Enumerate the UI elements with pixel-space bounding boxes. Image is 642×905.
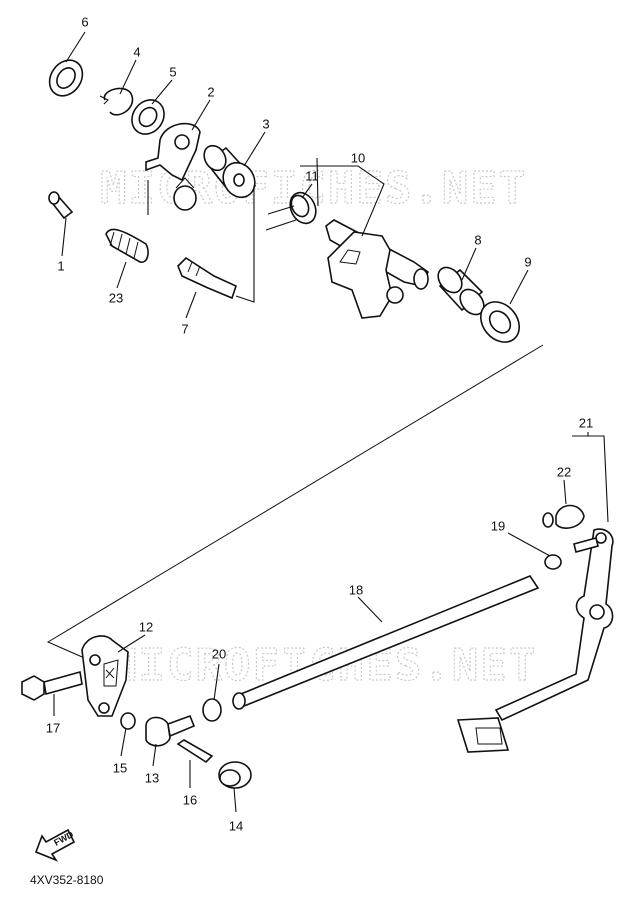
callout-12: 12: [139, 620, 153, 635]
diagram-code: 4XV352-8180: [30, 873, 104, 887]
callout-11: 11: [305, 169, 319, 184]
callout-10: 10: [351, 151, 365, 166]
part-6-washer: [48, 59, 84, 97]
callout-9: 9: [524, 255, 531, 270]
part-23-spring: [105, 228, 149, 263]
part-20-collar: [202, 698, 222, 722]
part-11-spring: [265, 191, 317, 231]
callout-23: 23: [109, 291, 123, 306]
callout-13: 13: [145, 771, 159, 786]
part-19-nut: [544, 554, 562, 570]
callout-5: 5: [169, 65, 176, 80]
callout-6: 6: [81, 15, 88, 30]
assembly-boundary-line: [46, 344, 544, 668]
part-4-circlip: [99, 87, 134, 116]
callout-20: 20: [212, 647, 226, 662]
part-17-bolt: [21, 670, 83, 701]
part-8-collar: [437, 266, 485, 316]
part-3-collar: [203, 144, 256, 199]
part-21-shift-pedal: [456, 528, 614, 753]
callout-21: 21: [579, 416, 593, 431]
part-15-collar: [120, 712, 136, 730]
part-7-stud-bolt: [177, 256, 237, 300]
part-18-shift-rod: [232, 575, 540, 710]
callout-17: 17: [46, 721, 60, 736]
callout-8: 8: [474, 233, 481, 248]
callout-19: 19: [491, 519, 505, 534]
part-10-shift-shaft-assy: [325, 219, 429, 319]
callout-4: 4: [133, 45, 140, 60]
part-1-bolt: [48, 191, 74, 220]
callout-14: 14: [229, 819, 243, 834]
callout-labels: 6 4 5 2 3 10 11 8 9 1 23 7 21 22 19 18 1…: [46, 15, 593, 834]
part-13-joint: [145, 714, 196, 747]
callout-1: 1: [57, 259, 64, 274]
part-22-joint: [542, 504, 585, 529]
callout-3: 3: [262, 117, 269, 132]
part-2-shift-plate: [145, 122, 201, 211]
part-9-oil-seal: [479, 301, 521, 343]
callout-2: 2: [207, 85, 214, 100]
callout-16: 16: [183, 793, 197, 808]
leader-lines: [53, 31, 609, 813]
part-14-cap: [218, 761, 252, 789]
part-16-bolt: [176, 739, 214, 764]
part-5-washer: [131, 99, 165, 135]
fwd-arrow-icon: FWD: [34, 828, 75, 862]
callout-7: 7: [181, 322, 188, 337]
part-12-shift-arm: [81, 635, 129, 717]
callout-18: 18: [349, 583, 363, 598]
callout-22: 22: [557, 465, 571, 480]
callout-15: 15: [113, 761, 127, 776]
leader-group-upper: [147, 180, 256, 303]
